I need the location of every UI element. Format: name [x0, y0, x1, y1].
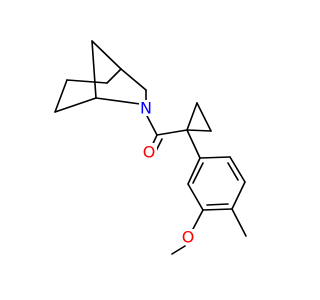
bond — [120, 68, 147, 91]
aromatic-bond — [206, 203, 229, 206]
aromatic-bond — [227, 162, 239, 181]
bond — [91, 40, 122, 70]
bond — [54, 79, 68, 113]
carbonyl-oxygen-atom-label: O — [143, 143, 156, 162]
bond — [202, 208, 233, 211]
bond — [145, 113, 158, 136]
bond — [156, 129, 188, 136]
bond — [186, 129, 201, 159]
bond — [91, 40, 97, 99]
bond — [95, 97, 141, 105]
nitrogen-label-background — [139, 100, 154, 116]
bond — [231, 208, 247, 237]
bond — [187, 183, 204, 211]
bond — [231, 181, 246, 210]
bond — [66, 79, 108, 84]
carbonyl-oxygen-label-background — [142, 143, 157, 159]
bond — [187, 157, 201, 185]
bond — [106, 68, 122, 84]
bond — [186, 129, 212, 132]
aromatic-bond — [192, 162, 204, 184]
molecule-structure: N O O — [54, 40, 247, 255]
bond — [192, 209, 204, 230]
bond — [199, 156, 231, 159]
methoxy-oxygen-label-background — [181, 229, 196, 245]
molecule-canvas: N O O — [54, 40, 247, 255]
bond — [229, 156, 246, 183]
methoxy-oxygen-atom-label: O — [182, 228, 195, 247]
nitrogen-atom-label: N — [140, 99, 152, 118]
bond — [196, 102, 212, 132]
bond — [186, 102, 198, 131]
bond — [54, 97, 97, 113]
bond — [171, 245, 186, 255]
